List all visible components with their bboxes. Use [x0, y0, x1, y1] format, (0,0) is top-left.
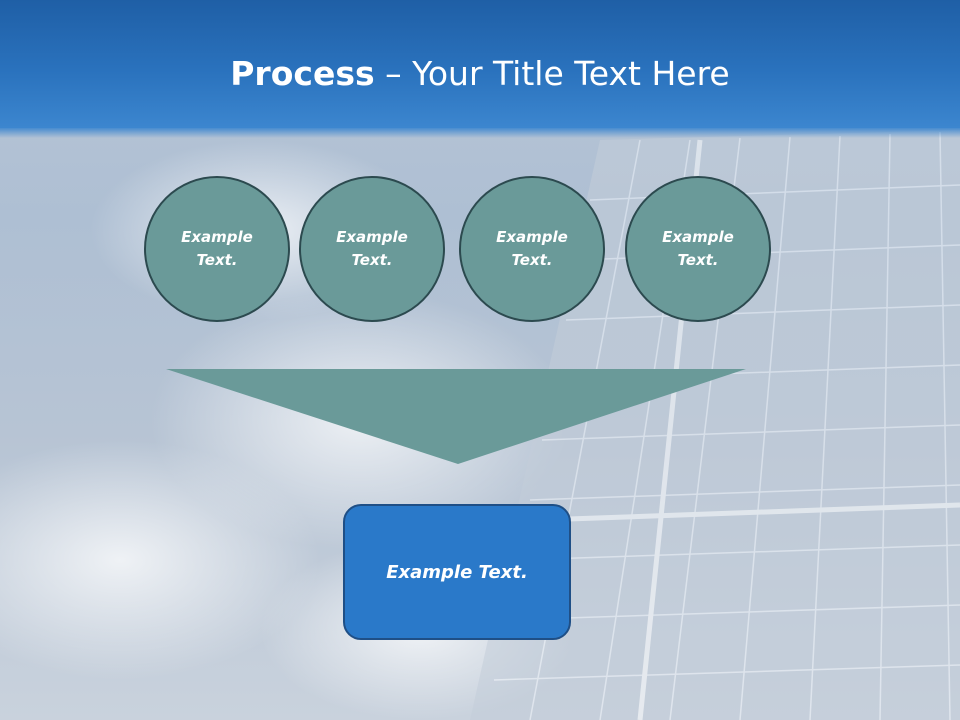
result-box[interactable]: Example Text. [343, 504, 571, 640]
step-circle-4[interactable]: Example Text. [625, 176, 771, 322]
step-circle-1[interactable]: Example Text. [144, 176, 290, 322]
step-label: Example Text. [181, 228, 253, 269]
step-label: Example Text. [496, 228, 568, 269]
step-circle-2[interactable]: Example Text. [299, 176, 445, 322]
step-label: Example Text. [336, 228, 408, 269]
step-label: Example Text. [662, 228, 734, 269]
result-label: Example Text. [386, 561, 528, 583]
title-bar [0, 0, 960, 138]
slide-title: Process – Your Title Text Here [0, 52, 960, 96]
title-bold: Process [230, 54, 375, 93]
cloud [0, 440, 320, 680]
title-rest: – Your Title Text Here [374, 54, 730, 93]
funnel-triangle [166, 369, 746, 464]
step-circle-3[interactable]: Example Text. [459, 176, 605, 322]
